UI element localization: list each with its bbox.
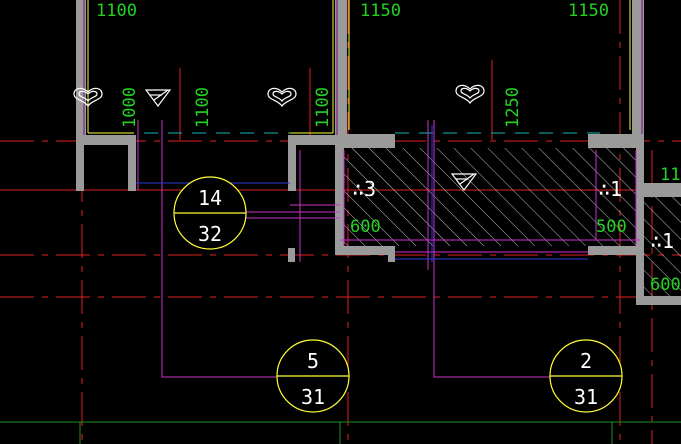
wall-left-stub-a [76, 141, 84, 191]
slope-tag-1-a: ∴1 [598, 177, 622, 201]
detail-callouts: 14 32 5 31 2 31 [173, 176, 623, 413]
heart-markers [73, 84, 485, 108]
wall-left-top [76, 135, 136, 145]
balcony-hatch-right [644, 197, 681, 296]
wall-right-ledge [636, 183, 681, 197]
wall-mid-stub [288, 141, 296, 191]
callout-number: 5 [307, 349, 319, 373]
dim-width-600-b: 600 [650, 275, 681, 295]
detail-callout-2-31[interactable]: 2 31 [549, 339, 623, 413]
wall-mid-small [288, 248, 295, 262]
wall-left-stub-b [128, 141, 136, 191]
walls [76, 0, 681, 305]
wall-right-bottom [636, 296, 681, 305]
callout-number: 2 [580, 349, 592, 373]
dim-width-500: 500 [596, 217, 627, 237]
dim-width-600-a: 600 [350, 217, 381, 237]
callout-sheet: 31 [574, 385, 598, 409]
dim-vertical-1100-a: 1100 [193, 87, 213, 128]
heart-mark-icon [73, 87, 103, 108]
wall-right-vertical [632, 0, 644, 140]
dim-vertical-1000: 1000 [120, 87, 140, 128]
dim-edge-110: 110 [660, 165, 681, 185]
detail-callout-5-31[interactable]: 5 31 [276, 339, 350, 413]
detail-callout-14-32[interactable]: 14 32 [173, 176, 247, 250]
wall-small-notch [388, 252, 395, 262]
wall-center-vertical [335, 0, 347, 140]
slope-tag-1-b: ∴1 [650, 229, 674, 253]
wall-balcony-top-r [588, 134, 644, 148]
dim-vertical-1100-b: 1100 [313, 87, 333, 128]
triangle-level-icon [450, 173, 478, 191]
wall-mid-top [288, 135, 346, 145]
wall-balcony-right [636, 140, 644, 305]
slope-tag-3: ∴3 [352, 177, 376, 201]
heart-mark-icon [455, 84, 485, 105]
wall-balcony-top [335, 134, 395, 148]
wall-balcony-bottom [335, 246, 395, 255]
wall-balcony-bottom-r [588, 246, 644, 255]
callout-number: 14 [198, 186, 222, 210]
callout-sheet: 31 [301, 385, 325, 409]
heart-mark-icon [267, 87, 297, 108]
dim-vertical-1250: 1250 [503, 87, 523, 128]
wall-balcony-left [335, 140, 344, 253]
room-outlines [87, 0, 631, 134]
wall-left-vertical [76, 0, 86, 141]
dim-top-right: 1150 [568, 1, 609, 21]
dim-top-mid: 1150 [360, 1, 401, 21]
dim-top-left: 1100 [96, 1, 137, 21]
leader-lines [137, 120, 640, 378]
slope-tags: ∴3 ∴1 ∴1 [352, 177, 674, 253]
balcony-hatch-area [344, 148, 636, 246]
bottom-grid [0, 421, 681, 444]
callout-sheet: 32 [198, 222, 222, 246]
triangle-level-icon [144, 89, 172, 107]
dimension-labels: 1100 1150 1150 1000 1100 1100 1250 600 5… [96, 1, 681, 295]
wall-edges [83, 0, 643, 135]
level-markers [144, 89, 478, 191]
